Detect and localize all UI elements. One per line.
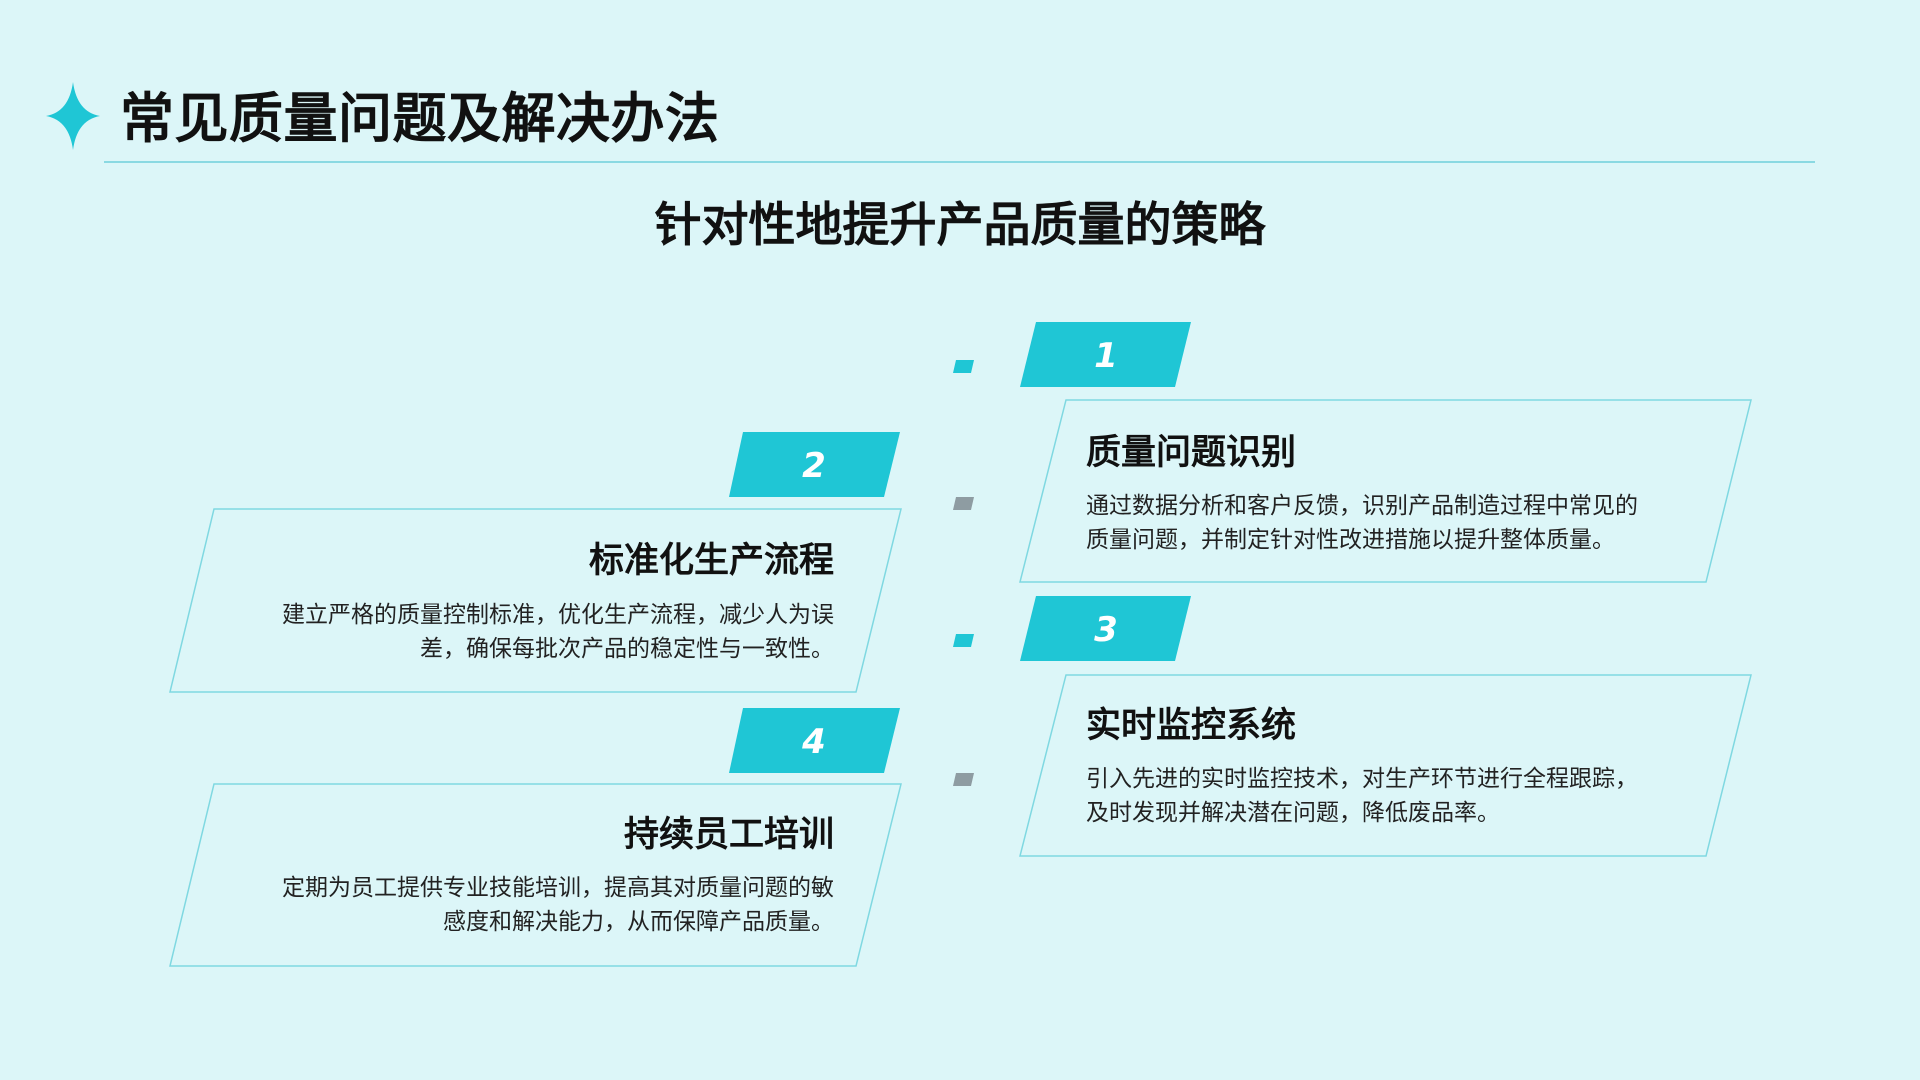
page-title: 常见质量问题及解决办法	[120, 87, 720, 150]
card-1-description-line: 通过数据分析和客户反馈，识别产品制造过程中常见的	[1086, 493, 1638, 519]
card-2-number-tab	[729, 432, 900, 497]
card-1-frame	[1019, 399, 1752, 583]
card-1-number: 1	[1094, 336, 1118, 376]
card-4-description-line: 定期为员工提供专业技能培训，提高其对质量问题的敏	[282, 875, 834, 901]
card-3-number: 3	[1094, 610, 1118, 650]
card-3-frame	[1019, 674, 1752, 857]
card-3-number-tab	[1020, 596, 1191, 661]
card-2-description: 建立严格的质量控制标准，优化生产流程，减少人为误 差，确保每批次产品的稳定性与一…	[282, 598, 834, 666]
card-1-description: 通过数据分析和客户反馈，识别产品制造过程中常见的 质量问题，并制定针对性改进措施…	[1086, 489, 1638, 557]
card-4-title: 持续员工培训	[623, 815, 834, 855]
card-4-number: 4	[801, 722, 826, 762]
card-2-title: 标准化生产流程	[588, 541, 834, 581]
card-4-number-tab	[729, 708, 900, 773]
card-3-description-line: 引入先进的实时监控技术，对生产环节进行全程跟踪，	[1086, 766, 1638, 792]
card-4-description-line: 感度和解决能力，从而保障产品质量。	[443, 909, 834, 935]
card-4-description: 定期为员工提供专业技能培训，提高其对质量问题的敏 感度和解决能力，从而保障产品质…	[282, 871, 834, 939]
card-1-number-tab	[1020, 322, 1191, 387]
card-2-description-line: 差，确保每批次产品的稳定性与一致性。	[420, 636, 834, 662]
timeline-marker-3	[953, 634, 974, 647]
page-subtitle: 针对性地提升产品质量的策略	[654, 198, 1266, 253]
card-4-frame	[169, 783, 902, 967]
card-3-title: 实时监控系统	[1086, 706, 1297, 746]
timeline-marker-1	[953, 360, 974, 373]
card-3-description-line: 及时发现并解决潜在问题，降低废品率。	[1086, 800, 1500, 826]
four-point-star-icon	[46, 82, 100, 150]
timeline-marker-4	[953, 773, 974, 786]
card-2-number: 2	[802, 446, 826, 486]
card-1-title: 质量问题识别	[1086, 433, 1297, 473]
card-1-description-line: 质量问题，并制定针对性改进措施以提升整体质量。	[1086, 527, 1615, 553]
timeline-marker-2	[953, 497, 974, 510]
card-2-frame	[169, 508, 902, 693]
card-2-description-line: 建立严格的质量控制标准，优化生产流程，减少人为误	[282, 602, 834, 628]
card-3-description: 引入先进的实时监控技术，对生产环节进行全程跟踪， 及时发现并解决潜在问题，降低废…	[1086, 762, 1638, 830]
